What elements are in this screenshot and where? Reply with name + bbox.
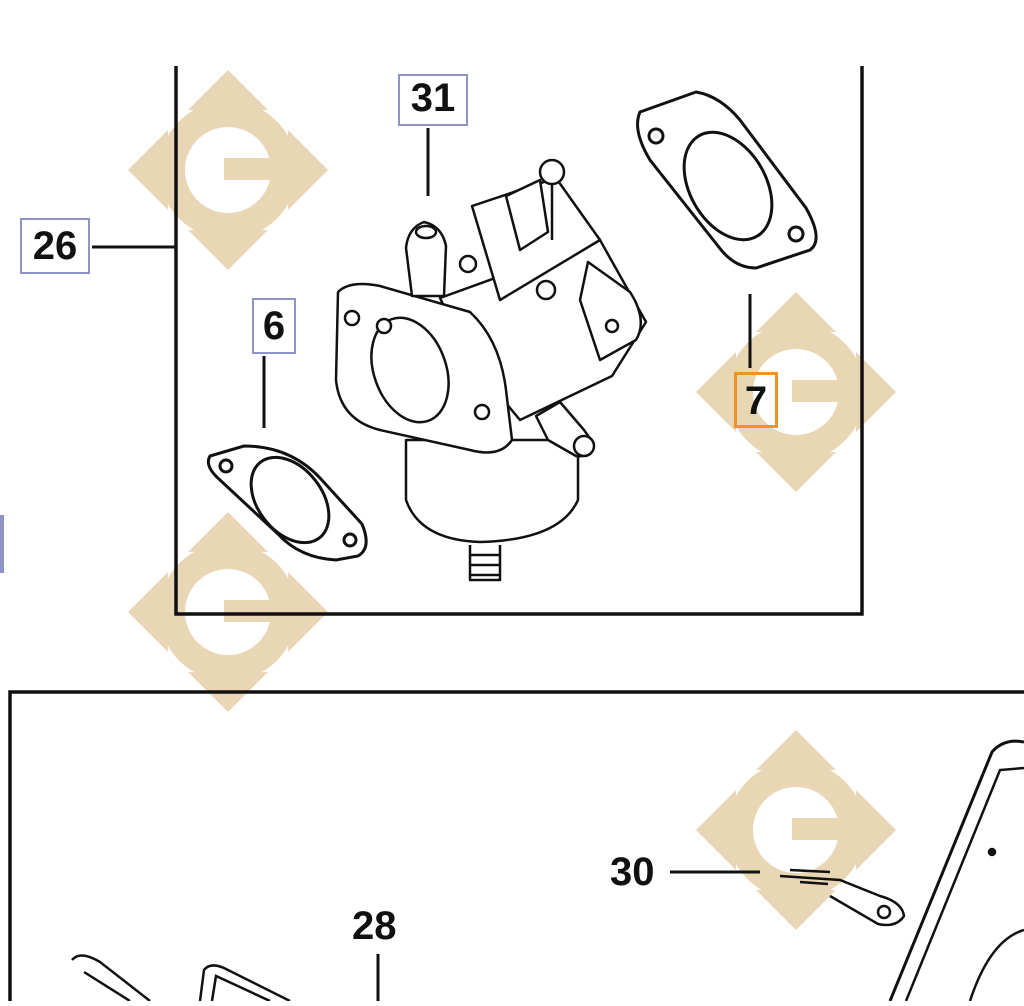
upper-frame	[174, 66, 864, 616]
callout-31[interactable]: 31	[398, 74, 468, 126]
lower-frame	[8, 690, 1024, 1001]
gasket-7-drawing	[636, 90, 818, 270]
carburetor-drawing	[334, 158, 648, 582]
linkage-drawing	[71, 739, 1024, 1003]
callout-6[interactable]: 6	[252, 298, 296, 354]
callout-28[interactable]: 28	[352, 904, 397, 948]
gasket-6-drawing	[206, 444, 368, 562]
leader-lines	[92, 128, 760, 1001]
left-edge-mark	[0, 515, 4, 573]
callout-30[interactable]: 30	[610, 850, 655, 894]
callout-7-highlighted[interactable]: 7	[734, 372, 778, 428]
callout-26[interactable]: 26	[20, 218, 90, 274]
